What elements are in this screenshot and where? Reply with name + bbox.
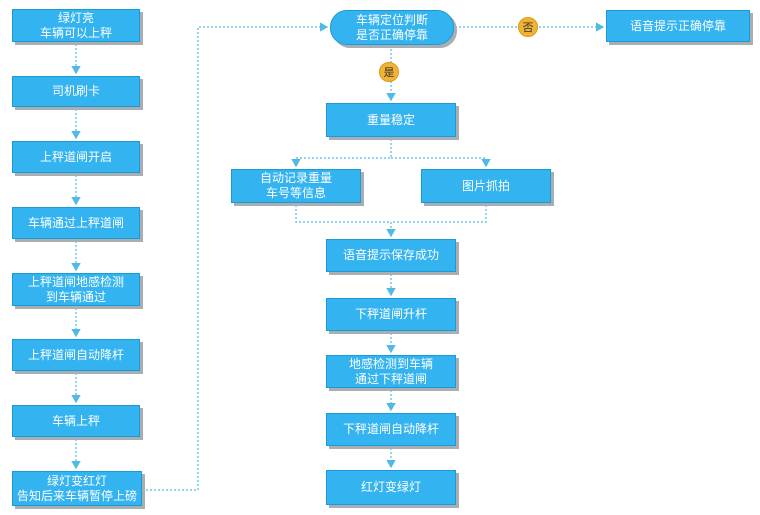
- step-exit-loop-detect: 地感检测到车辆 通过下秤道闸: [326, 355, 456, 388]
- step-red-to-green: 红灯变绿灯: [326, 470, 456, 505]
- connector-stable-record: [291, 139, 392, 168]
- step-entry-gate-lower: 上秤道闸自动降杆: [12, 339, 140, 371]
- step-weight-stable: 重量稳定: [326, 103, 456, 137]
- step-photo-capture: 图片抓拍: [421, 169, 551, 203]
- step-exit-gate-raise: 下秤道闸升杆: [326, 298, 456, 331]
- no-badge: 否: [518, 17, 538, 37]
- connector-stable-photo: [391, 157, 491, 168]
- step-entry-gate-open: 上秤道闸开启: [12, 141, 140, 173]
- decision-vehicle-position: 车辆定位判断 是否正确停靠: [330, 10, 454, 45]
- step-green-to-red: 绿灯变红灯 告知后来车辆暂停上磅: [12, 471, 142, 506]
- connector-photo-save: [391, 205, 487, 223]
- step-vehicle-pass-entry-gate: 车辆通过上秤道闸: [12, 207, 140, 239]
- step-vehicle-on-scale: 车辆上秤: [12, 405, 140, 437]
- step-green-light-on: 绿灯亮 车辆可以上秤: [12, 9, 140, 42]
- yes-badge: 是: [379, 62, 399, 82]
- connector-l8-decision: [142, 22, 329, 491]
- step-voice-prompt-park: 语音提示正确停靠: [606, 10, 750, 42]
- step-exit-gate-lower: 下秤道闸自动降杆: [326, 413, 456, 446]
- step-driver-swipe-card: 司机刷卡: [12, 76, 140, 107]
- step-voice-save-success: 语音提示保存成功: [326, 239, 456, 272]
- connector-record-save: [295, 205, 396, 238]
- step-entry-loop-detect: 上秤道闸地感检测 到车辆通过: [12, 273, 140, 306]
- step-auto-record: 自动记录重量 车号等信息: [231, 169, 361, 203]
